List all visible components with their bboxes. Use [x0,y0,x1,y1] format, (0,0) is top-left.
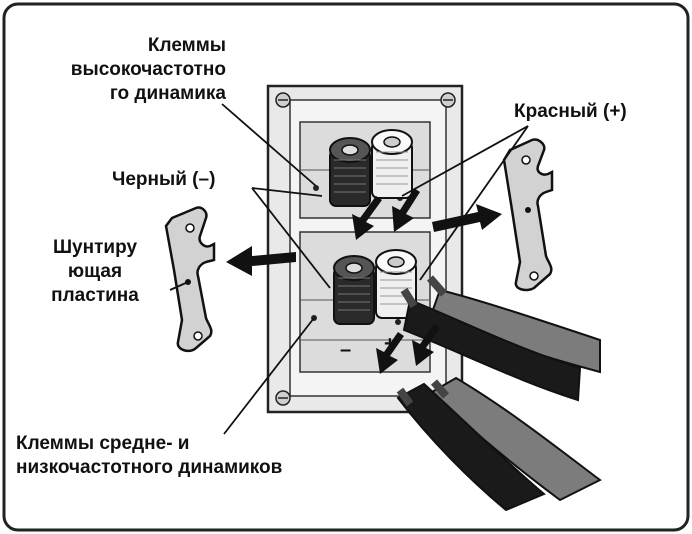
label-line: Клеммы средне- и [16,433,190,454]
label-line: пластина [51,285,139,306]
terminal-panel [266,84,464,414]
leader-lines [169,103,529,435]
polarity-plus: + [384,333,396,355]
insertion-arrows [226,188,502,374]
speaker-cables-lower [396,376,602,512]
label-line: Клеммы [147,35,226,56]
label-line: низкочастотного динамиков [16,457,283,478]
label-red-plus: Красный (+) [514,101,627,122]
label-line: высокочастотно [70,59,226,80]
jumper-plate-right [502,138,554,292]
label-jumper-plate: Шунтиру ющая пластина [20,236,170,308]
label-mid-low-terminals: Клеммы средне- и низкочастотного динамик… [16,432,282,480]
label-line: го динамика [109,83,226,104]
label-black-minus: Черный (–) [112,169,216,190]
label-line: ющая [67,261,123,282]
woofer-binding-posts [333,249,417,325]
label-line: Шунтиру [52,237,138,258]
tweeter-binding-posts [329,129,413,207]
polarity-minus: – [340,339,351,361]
label-tweeter-terminals: Клеммы высокочастотно го динамика [20,34,226,106]
speaker-cables-upper [400,275,601,402]
